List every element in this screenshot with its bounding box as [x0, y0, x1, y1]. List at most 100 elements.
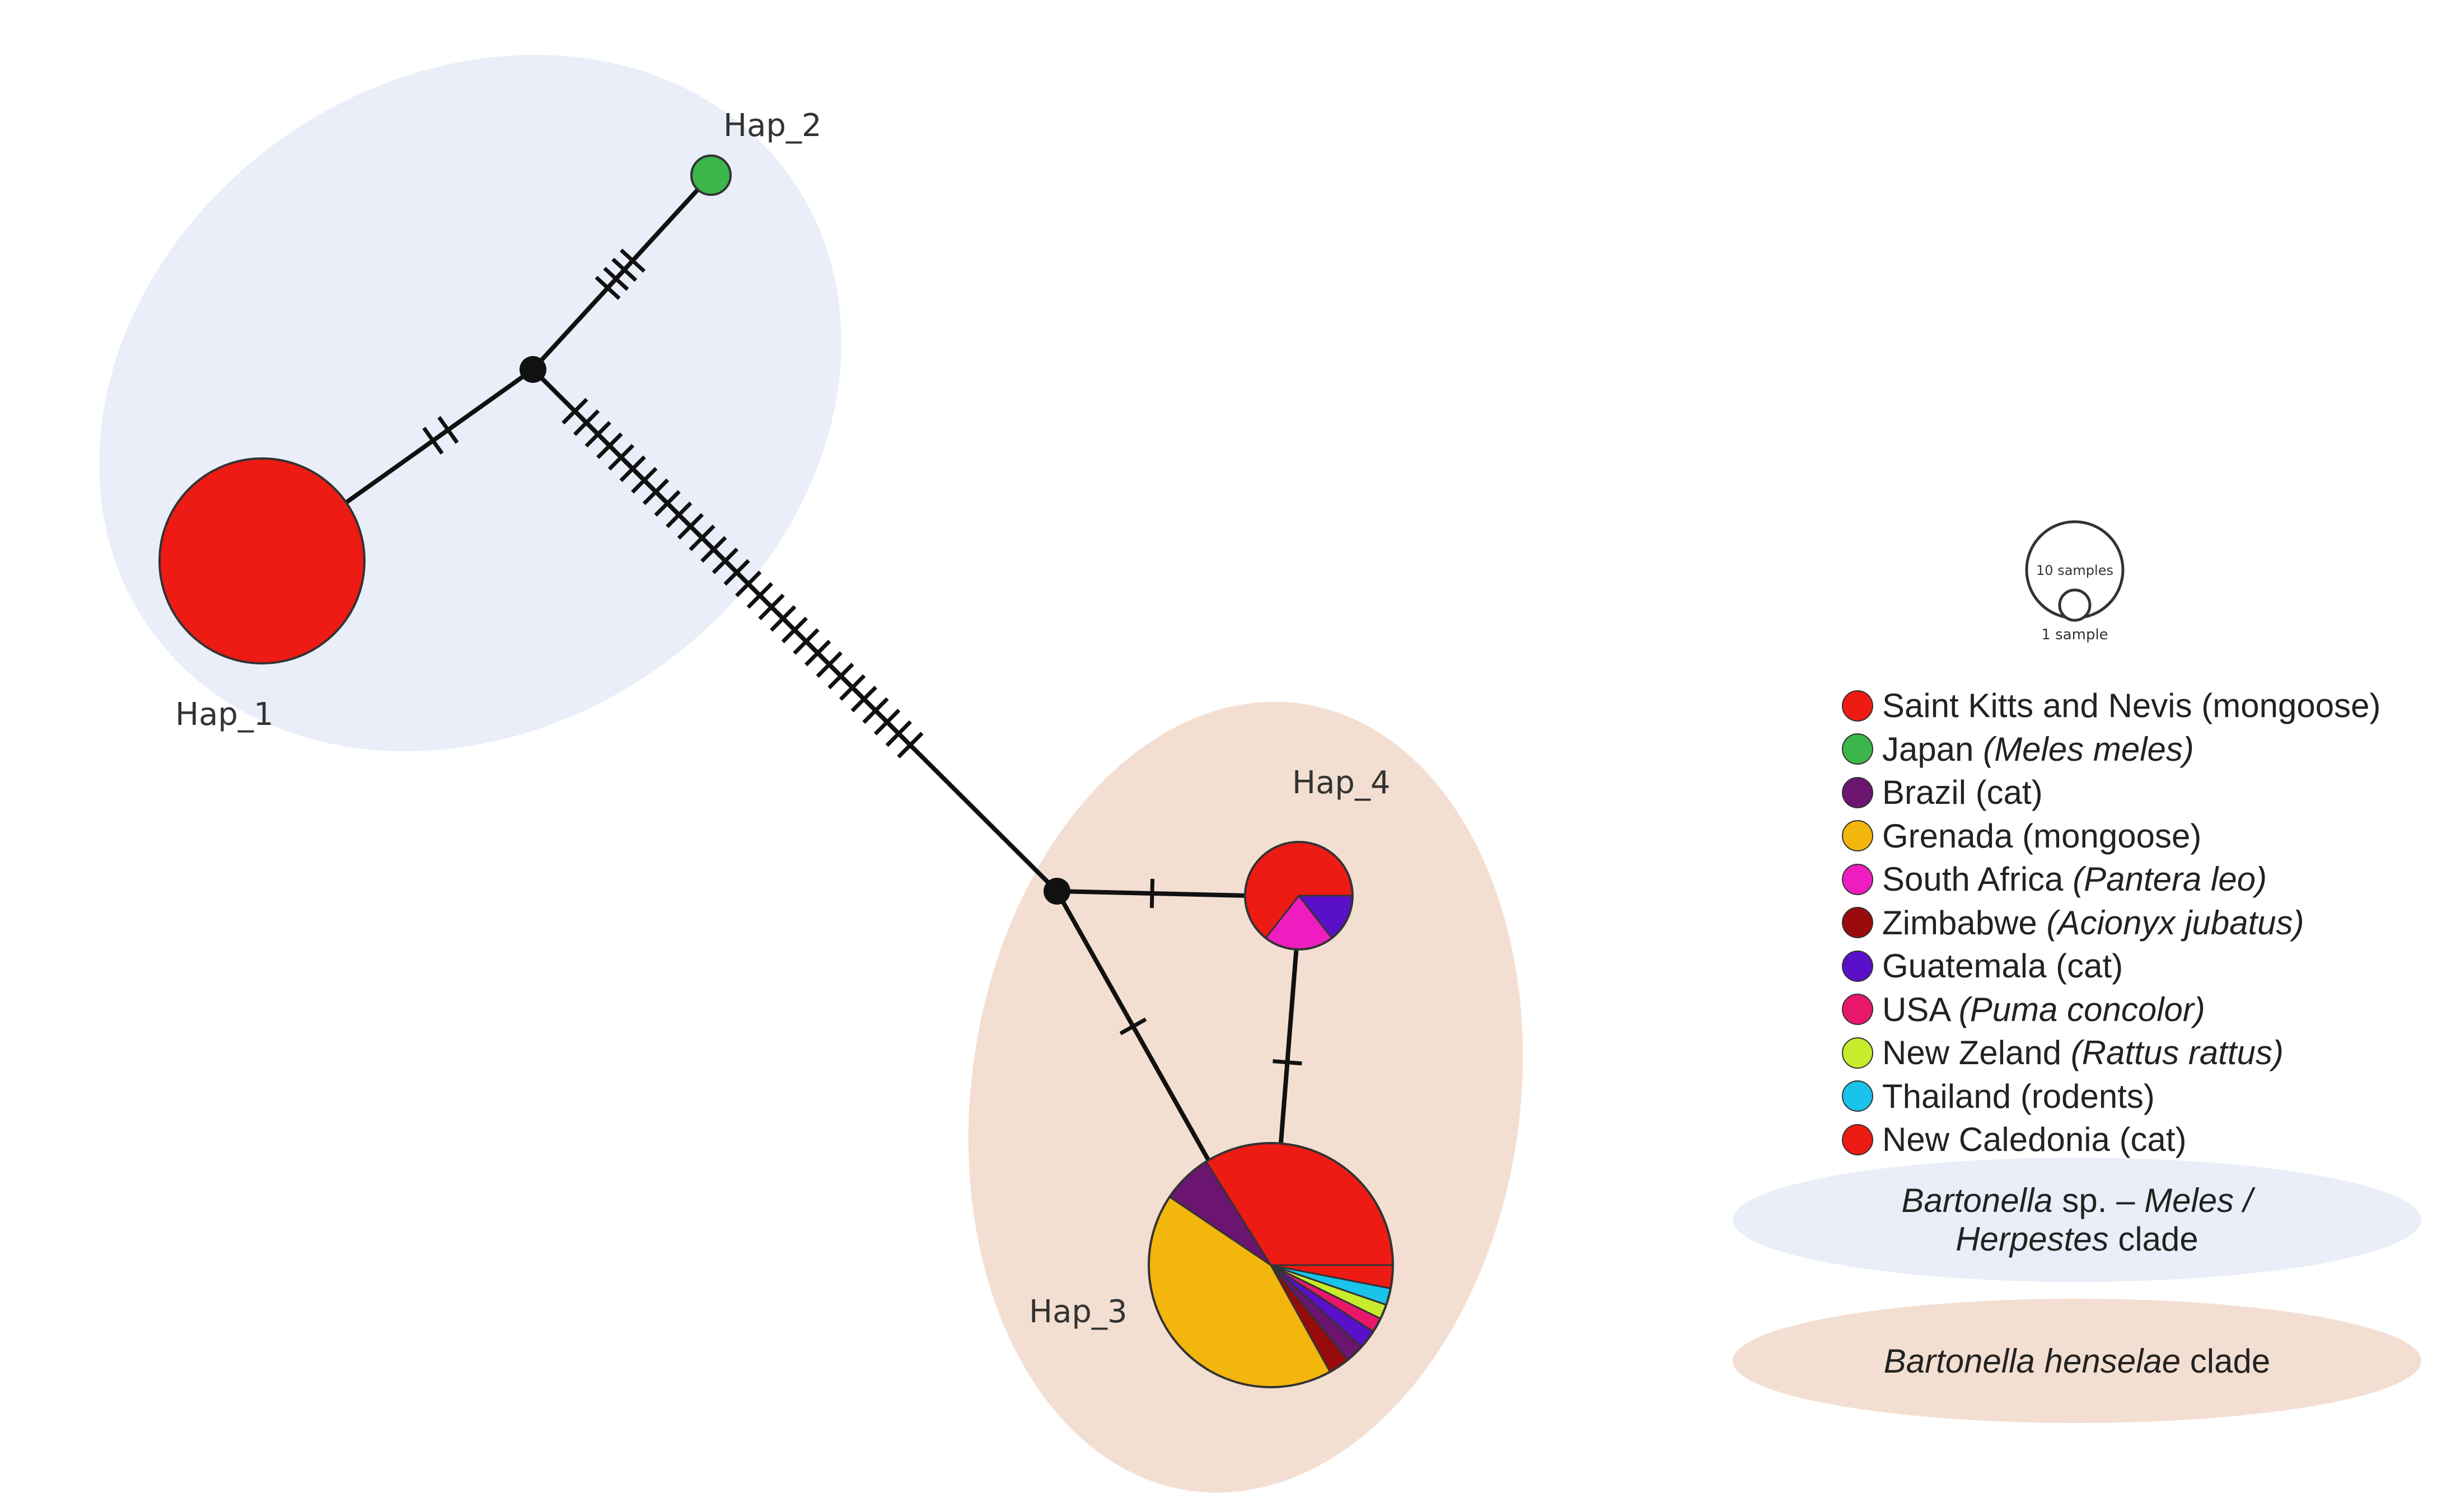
legend-item: New Caledonia (cat): [1842, 1118, 2380, 1162]
legend-host: (cat): [2119, 1121, 2187, 1159]
mutation-tick: [584, 420, 611, 448]
legend-label: New Caledonia (cat): [1882, 1120, 2187, 1159]
legend-host: (Puma concolor): [1958, 990, 2205, 1028]
clade-henselae-species: Bartonella henselae: [1883, 1342, 2181, 1380]
mutation-tick: [437, 416, 459, 444]
legend-label: South Africa (Pantera leo): [1882, 860, 2267, 898]
legend-host: (cat): [2056, 947, 2123, 985]
legend-region: Thailand: [1882, 1077, 2011, 1115]
legend-host: (mongoose): [2022, 817, 2202, 855]
legend-item: South Africa (Pantera leo): [1842, 858, 2380, 901]
mutation-tick: [1273, 1059, 1302, 1066]
mutation-tick: [862, 697, 889, 724]
mutation-tick: [873, 709, 901, 736]
hap4-label: Hap_4: [1292, 765, 1391, 801]
pie-outline: [1244, 841, 1354, 951]
hap4-node: [1244, 841, 1354, 951]
clade-meles-word: clade: [2108, 1220, 2198, 1258]
legend-host: (rodents): [2020, 1077, 2155, 1115]
clade-meles-sp: sp. –: [2052, 1182, 2145, 1219]
legend-region: Brazil: [1882, 774, 1967, 812]
legend-region: Grenada: [1882, 817, 2013, 855]
legend-swatch-icon: [1842, 690, 1873, 722]
hap3-node: [1148, 1142, 1394, 1388]
mutation-tick: [793, 628, 820, 655]
median-vector-2: [1044, 878, 1070, 905]
legend-region: USA: [1882, 990, 1950, 1028]
clade-meles-host1: Meles /: [2144, 1182, 2253, 1219]
mutation-tick: [885, 720, 912, 747]
legend-host: (Acionyx jubatus): [2046, 904, 2304, 942]
legend: Saint Kitts and Nevis (mongoose) Japan (M…: [1842, 684, 2380, 1162]
legend-label: Guatemala (cat): [1882, 947, 2123, 985]
mutation-tick: [666, 501, 693, 528]
mutation-tick: [573, 409, 600, 436]
legend-region: Saint Kitts and Nevis: [1882, 687, 2192, 725]
legend-region: South Africa: [1882, 860, 2064, 898]
legend-swatch-icon: [1842, 907, 1873, 939]
legend-label: USA (Puma concolor): [1882, 990, 2205, 1029]
mutation-tick: [689, 525, 715, 551]
legend-swatch-icon: [1842, 994, 1873, 1026]
mutation-tick: [422, 427, 444, 455]
clade-henselae-word: clade: [2181, 1342, 2271, 1380]
legend-swatch-icon: [1842, 1080, 1873, 1112]
clade-meles-genus: Bartonella: [1901, 1182, 2053, 1219]
hap1-label: Hap_1: [175, 696, 274, 733]
mutation-tick: [631, 467, 658, 494]
mutation-tick: [827, 662, 854, 690]
hap3-label: Hap_3: [1029, 1294, 1128, 1330]
legend-item: Guatemala (cat): [1842, 944, 2380, 988]
legend-label: Thailand (rodents): [1882, 1077, 2155, 1116]
scale-circle-small: [2058, 588, 2092, 622]
mutation-tick: [758, 593, 785, 620]
mutation-tick: [654, 490, 681, 517]
legend-host: (Rattus rattus): [2070, 1034, 2284, 1072]
clade-legend-henselae: Bartonella henselae clade: [1733, 1299, 2421, 1423]
legend-host: (Meles meles): [1983, 730, 2194, 768]
edge-hap1-mv1: [343, 367, 535, 506]
mutation-tick: [839, 674, 866, 701]
legend-label: New Zeland (Rattus rattus): [1882, 1033, 2284, 1072]
mutation-tick: [607, 444, 635, 471]
sample-size-scale: 10 samples 1 sample: [2025, 520, 2125, 643]
mutation-tick: [850, 686, 877, 713]
legend-region: Zimbabwe: [1882, 904, 2037, 942]
mutation-tick: [1119, 1017, 1147, 1036]
legend-swatch-icon: [1842, 820, 1873, 852]
hap1-node: [158, 457, 366, 664]
mutation-ticks: [422, 249, 1302, 1066]
legend-item: Brazil (cat): [1842, 771, 2380, 814]
mutation-tick: [816, 651, 843, 678]
legend-label: Japan (Meles meles): [1882, 730, 2194, 769]
mutation-tick: [770, 605, 797, 632]
legend-item: Grenada (mongoose): [1842, 814, 2380, 858]
hap2-label: Hap_2: [723, 107, 822, 144]
legend-swatch-icon: [1842, 776, 1873, 808]
mutation-tick: [596, 432, 623, 459]
legend-swatch-icon: [1842, 1124, 1873, 1155]
legend-host: (Pantera leo): [2073, 860, 2267, 898]
mutation-tick: [746, 582, 774, 609]
mutation-tick: [642, 478, 670, 505]
mutation-tick: [897, 732, 924, 759]
mutation-tick: [781, 616, 808, 644]
median-vector-1: [520, 356, 546, 383]
edge-hap4-hap3: [1279, 945, 1299, 1144]
scale-label-small: 1 sample: [2041, 626, 2108, 643]
mutation-tick: [723, 559, 750, 586]
mutation-tick: [619, 455, 646, 483]
legend-item: Zimbabwe (Acionyx jubatus): [1842, 901, 2380, 945]
mutation-tick: [603, 266, 629, 291]
legend-swatch-icon: [1842, 1037, 1873, 1069]
legend-swatch-icon: [1842, 950, 1873, 982]
legend-item: USA (Puma concolor): [1842, 988, 2380, 1032]
legend-region: Japan: [1882, 730, 1974, 768]
clade-meles-host2: Herpestes: [1956, 1220, 2109, 1258]
legend-item: New Zeland (Rattus rattus): [1842, 1031, 2380, 1075]
mutation-tick: [700, 536, 727, 563]
legend-label: Saint Kitts and Nevis (mongoose): [1882, 686, 2380, 725]
legend-item: Thailand (rodents): [1842, 1075, 2380, 1118]
legend-region: New Zeland: [1882, 1034, 2062, 1072]
hap2-node: [690, 155, 732, 196]
